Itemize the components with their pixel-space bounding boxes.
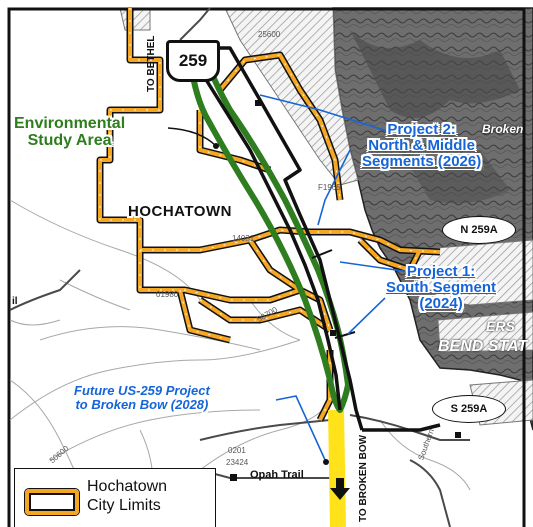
study-area-leader bbox=[167, 127, 217, 147]
legend-text: Hochatown City Limits bbox=[87, 477, 167, 515]
legend-line1: Hochatown bbox=[87, 478, 168, 495]
project-1-line3: (2024) bbox=[419, 294, 463, 312]
hochatown-label: HOCHATOWN bbox=[128, 203, 232, 220]
num1-label: 14031 bbox=[232, 234, 255, 243]
map-frame bbox=[7, 7, 526, 527]
num7-label: F1965 bbox=[318, 183, 341, 192]
study-area-line2: Study Area bbox=[27, 131, 112, 149]
to-bethel-label: TO BETHEL bbox=[146, 35, 157, 92]
project-1-title: Project 1: bbox=[406, 263, 476, 280]
south-arrow-icon bbox=[330, 478, 350, 500]
num5-label: 01980 bbox=[156, 290, 179, 299]
project-lines bbox=[198, 46, 441, 432]
bend-stat-label: BEND STAT bbox=[438, 338, 528, 355]
future-project-label: Future US-259 Project to Broken Bow (202… bbox=[74, 384, 210, 411]
project-2-line3: Segments (2026) bbox=[362, 152, 482, 170]
future-project-line1: Future US-259 Project bbox=[74, 383, 210, 398]
streams bbox=[9, 199, 471, 521]
callout-leaders bbox=[259, 94, 411, 463]
project-2-line2: North & Middle bbox=[368, 136, 475, 154]
us-259-shield: 259 bbox=[166, 40, 220, 82]
study-area-outline bbox=[187, 52, 351, 413]
environmental-study-area-label: Environmental Study Area bbox=[14, 115, 126, 150]
broken-label: Broken bbox=[482, 122, 524, 136]
num3-label: 23424 bbox=[226, 458, 249, 467]
study-area-leader-dot bbox=[213, 143, 219, 149]
s-259a-text: S 259A bbox=[450, 403, 488, 415]
legend-line2: City Limits bbox=[87, 497, 161, 515]
opah-trail-label: Opah Trail bbox=[250, 469, 304, 481]
shield-number: 259 bbox=[178, 51, 208, 70]
future-leader-dot bbox=[323, 459, 329, 465]
n-259a-text: N 259A bbox=[460, 224, 498, 236]
project-1-line2: South Segment bbox=[386, 278, 497, 296]
legend-box: Hochatown City Limits bbox=[14, 468, 216, 527]
il-label: il bbox=[12, 296, 18, 307]
ers-label: ERS bbox=[486, 318, 515, 334]
future-project-line2: to Broken Bow (2028) bbox=[75, 396, 209, 412]
project-2-title: Project 2: bbox=[387, 121, 456, 138]
future-route-line bbox=[328, 409, 346, 527]
s-259a-oval: S 259A bbox=[432, 395, 506, 423]
project-2-label: Project 2: North & Middle Segments (2026… bbox=[362, 122, 481, 169]
study-area-line1: Environmental bbox=[14, 115, 126, 132]
segment-ticks bbox=[311, 249, 356, 339]
num8-label: 25600 bbox=[258, 30, 281, 39]
project-1-label: Project 1: South Segment (2024) bbox=[386, 264, 496, 311]
n-259a-oval: N 259A bbox=[442, 216, 516, 244]
to-broken-bow-label: TO BROKEN BOW bbox=[358, 434, 369, 522]
num2-label: 0201 bbox=[228, 446, 246, 455]
city-limits-swatch bbox=[25, 489, 79, 515]
